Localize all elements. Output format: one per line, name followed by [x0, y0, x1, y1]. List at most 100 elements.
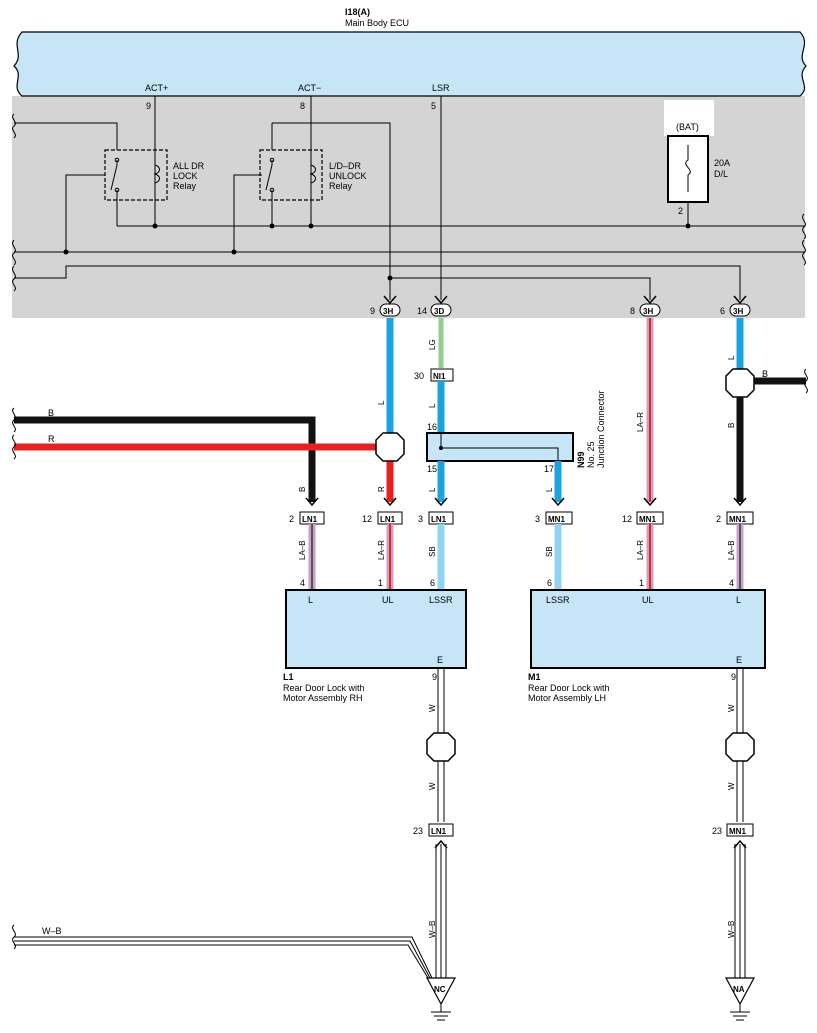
junction-internal-dot — [439, 446, 443, 450]
svg-text:23: 23 — [712, 826, 722, 836]
ecu-connector-3h-c: 3H 6 — [720, 295, 751, 317]
relay-unlock-label-3: Relay — [329, 181, 353, 191]
wire-label-l-17: L — [545, 487, 554, 492]
junction-pin-15: 15 — [427, 464, 437, 474]
mid-connector-mn1-12: MN1 12 — [622, 497, 664, 525]
svg-text:3H: 3H — [643, 307, 653, 316]
svg-text:2: 2 — [716, 514, 721, 524]
wire-label-w-rh-1: W — [428, 704, 437, 712]
motor-rh-name-2: Motor Assembly RH — [283, 693, 363, 703]
fuse-pin: 2 — [678, 206, 683, 216]
svg-text:NC: NC — [434, 985, 446, 994]
wire-r-left — [14, 443, 394, 502]
lh-term-lssr: LSSR — [546, 595, 570, 605]
mid-connector-mn1-2: MN1 2 — [716, 497, 754, 525]
rh-pin-e: 9 — [432, 672, 437, 682]
wire-label-la-r-8: LA–R — [636, 412, 645, 432]
svg-text:9: 9 — [370, 306, 375, 316]
wire-label-l-6: L — [727, 355, 736, 360]
svg-text:3: 3 — [535, 514, 540, 524]
svg-text:8: 8 — [630, 306, 635, 316]
label-act-minus: ACT− — [298, 83, 321, 93]
main-body-ecu-bar — [13, 31, 807, 97]
relay-unlock-box — [259, 149, 323, 201]
bat-label-bg — [664, 100, 714, 136]
mid-connector-ln1-2: LN1 2 — [289, 497, 325, 525]
rh-pin-ul: 1 — [378, 578, 383, 588]
wire-label-w-lh-2: W — [727, 782, 736, 790]
rh-term-e: E — [437, 655, 443, 665]
wire-label-w-lh-1: W — [727, 704, 736, 712]
ecu-id: I18(A) — [345, 7, 370, 17]
break-b — [12, 407, 16, 433]
wire-label-la-b-rh: LA–B — [298, 540, 307, 560]
svg-text:MN1: MN1 — [729, 515, 746, 524]
motor-lh-id: M1 — [528, 672, 541, 682]
relay-unlock-label-2: UNLOCK — [329, 171, 367, 181]
svg-text:LN1: LN1 — [302, 515, 318, 524]
lh-pin-e: 9 — [731, 672, 736, 682]
svg-text:12: 12 — [622, 514, 632, 524]
junction-sub: Junction Connector — [596, 390, 606, 468]
relay-lock-label-2: LOCK — [173, 171, 198, 181]
wire-label-b-2: B — [298, 487, 307, 492]
relay-lock-label-1: ALL DR — [173, 161, 205, 171]
svg-text:NA: NA — [733, 985, 745, 994]
ground-nc: NC — [425, 977, 457, 1021]
junction-pin-16: 16 — [427, 422, 437, 432]
svg-text:3D: 3D — [434, 307, 444, 316]
ecu-name: Main Body ECU — [345, 18, 409, 28]
svg-text:14: 14 — [417, 306, 427, 316]
svg-text:3: 3 — [418, 514, 423, 524]
pin-act-minus: 8 — [300, 101, 305, 111]
wire-label-l-9: L — [377, 400, 386, 405]
lh-term-ul: UL — [642, 595, 654, 605]
pin-lsr: 5 — [431, 101, 436, 111]
pin-act-plus: 9 — [146, 101, 151, 111]
wire-label-sb-lh: SB — [545, 546, 554, 557]
svg-text:12: 12 — [362, 514, 372, 524]
fuse-name: D/L — [714, 169, 728, 179]
ecu-connector-3h-a: 3H 9 — [370, 295, 401, 317]
wire-label-b-left: B — [48, 408, 54, 418]
rh-term-l: L — [308, 595, 313, 605]
motor-lh-box — [530, 589, 766, 669]
svg-text:3H: 3H — [383, 307, 393, 316]
lh-pin-l: 4 — [729, 578, 734, 588]
ground-wires-w — [437, 668, 744, 822]
junction-dots — [63, 223, 691, 281]
junction-name: No. 25 — [586, 441, 596, 468]
mid-connector-mn1-3: MN1 3 — [535, 497, 573, 525]
wire-label-w-b-lh: W–B — [727, 921, 736, 938]
wire-label-la-r-rh: LA–R — [377, 540, 386, 560]
wire-label-la-b-lh: LA–B — [727, 540, 736, 560]
lh-pin-lssr: 6 — [547, 578, 552, 588]
fuse-box — [667, 135, 709, 203]
motor-lh-name-1: Rear Door Lock with — [528, 683, 610, 693]
break-b-right — [804, 368, 808, 394]
rh-pin-lssr: 6 — [430, 578, 435, 588]
fuse-rating: 20A — [714, 158, 730, 168]
wire-label-b-right: B — [762, 369, 768, 379]
break-r — [12, 434, 16, 460]
svg-text:MN1: MN1 — [729, 827, 746, 836]
junction-id: N99 — [576, 451, 586, 468]
svg-text:23: 23 — [413, 826, 423, 836]
relay-lock-box — [104, 149, 168, 201]
wire-label-la-r-lh: LA–R — [636, 540, 645, 560]
wire-label-sb-rh: SB — [428, 546, 437, 557]
ecu-connector-3d: 3D 14 — [417, 295, 452, 317]
motor-rh-box — [285, 589, 467, 669]
svg-text:MN1: MN1 — [548, 515, 565, 524]
label-act-plus: ACT+ — [145, 83, 168, 93]
wire-label-b-6: B — [727, 423, 736, 428]
lh-term-l: L — [736, 595, 741, 605]
lh-pin-ul: 1 — [639, 578, 644, 588]
relay-unlock-label-1: L/D–DR — [329, 161, 362, 171]
wire-label-w-rh-2: W — [428, 782, 437, 790]
wire-label-w-b-left: W–B — [42, 926, 62, 936]
junction-connector-n99 — [426, 432, 574, 462]
relay-lock-label-3: Relay — [173, 181, 197, 191]
splice-b — [725, 368, 755, 398]
svg-text:LN1: LN1 — [380, 515, 396, 524]
